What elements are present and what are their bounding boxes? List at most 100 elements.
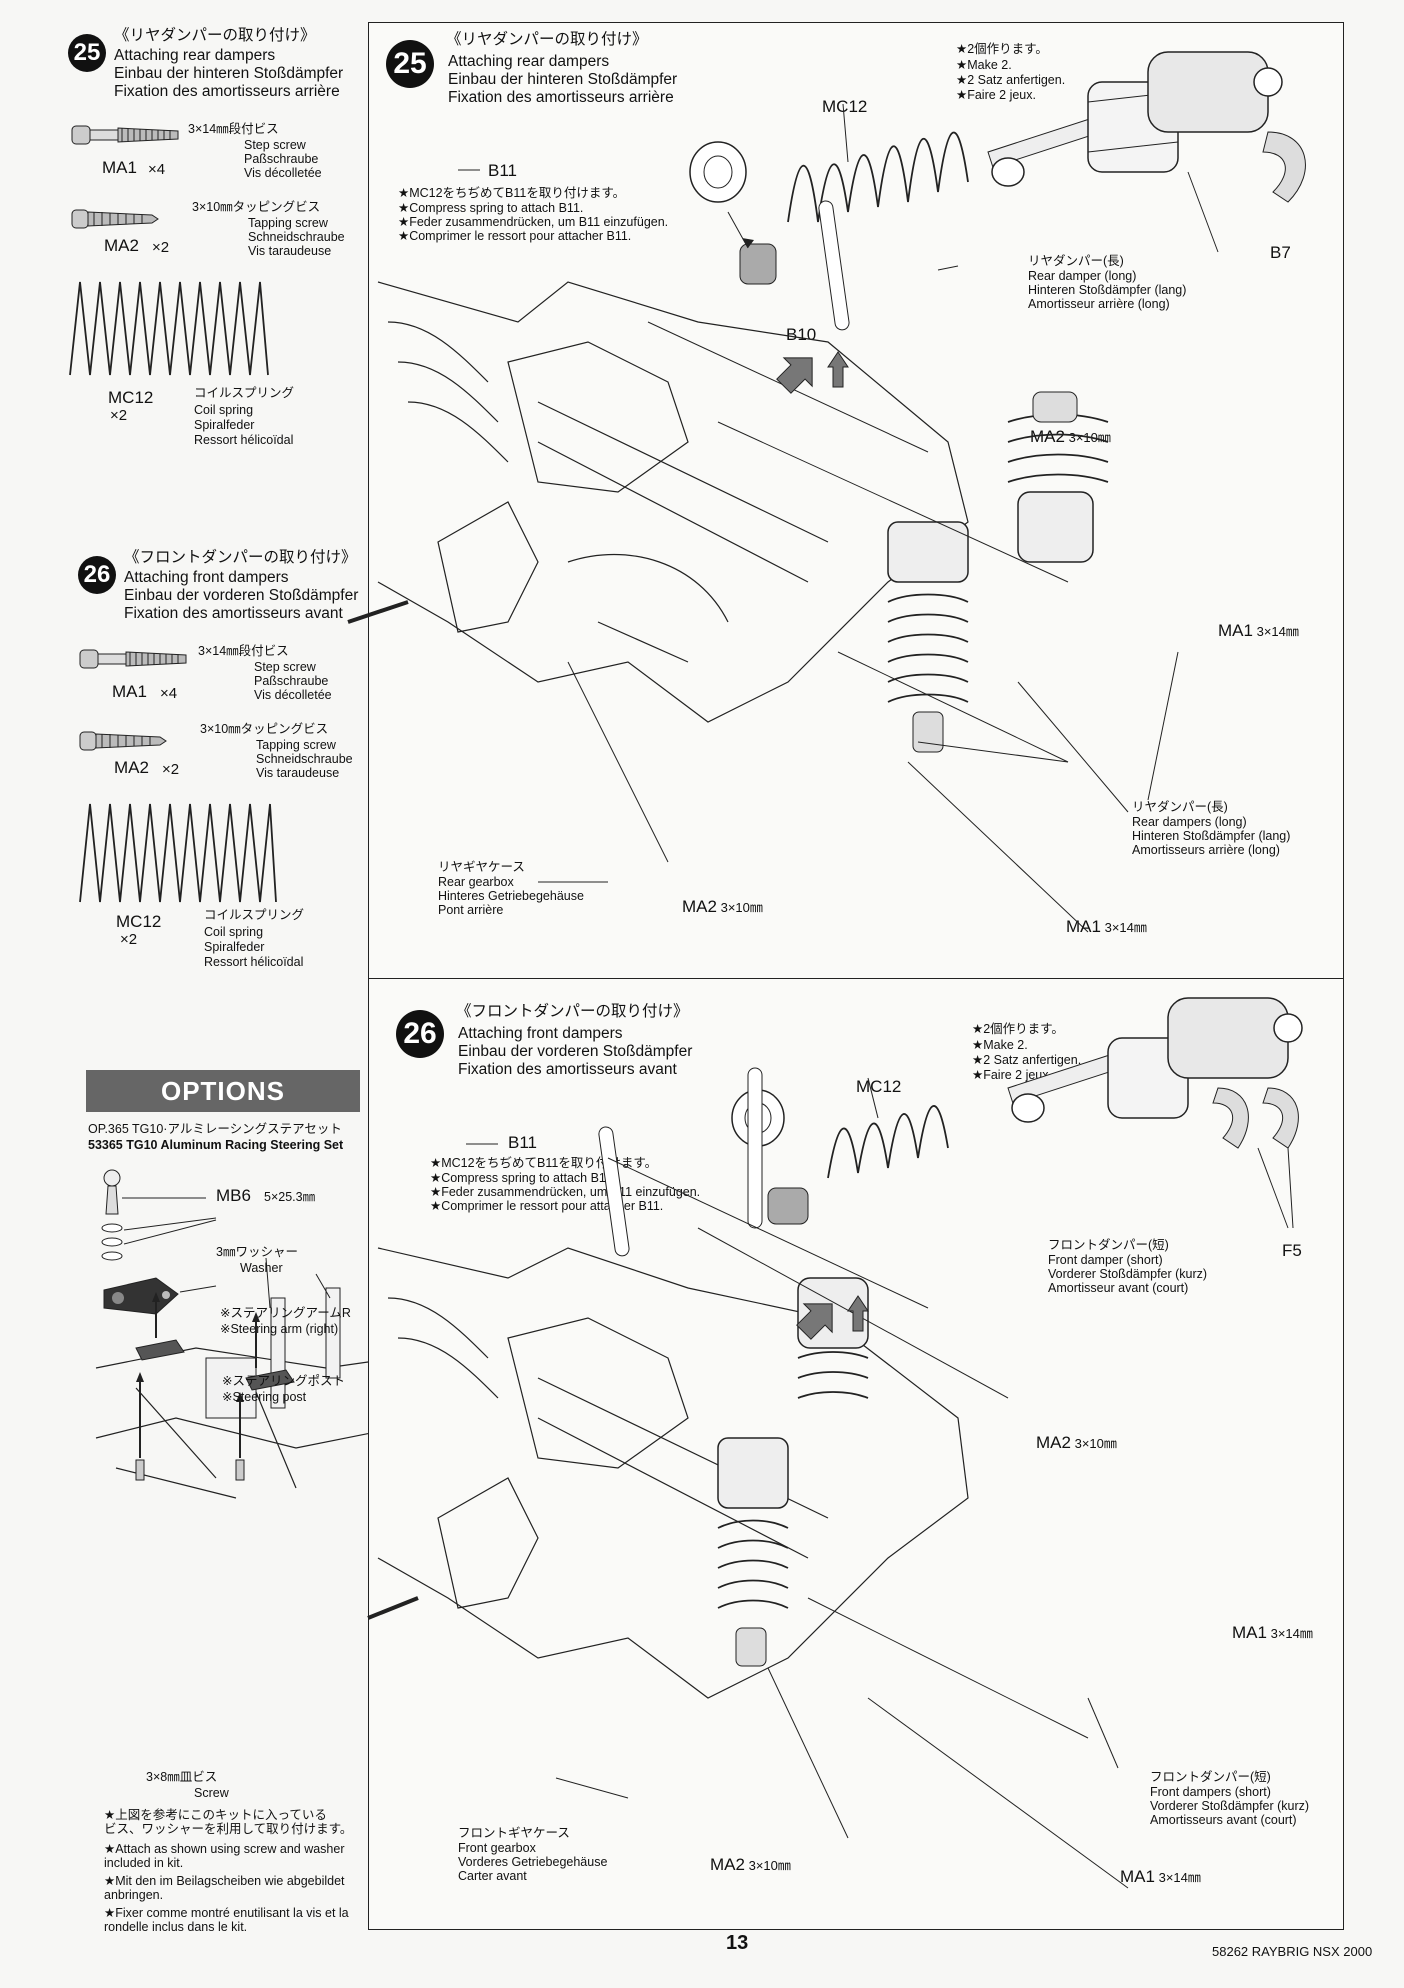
part-en: Step screw — [254, 660, 316, 674]
panel25-title-en: Attaching rear dampers — [448, 53, 610, 70]
part-fr: Vis taraudeuse — [248, 244, 332, 258]
part-code: MC12 — [116, 912, 162, 931]
panel26-dampers-de: Vorderer Stoßdämpfer (kurz) — [1150, 1799, 1310, 1813]
panel26-gear-en: Front gearbox — [458, 1841, 536, 1855]
panel26-b11-fr: ★Comprimer le ressort pour attacher B11. — [430, 1199, 664, 1213]
step-screw-icon — [79, 649, 187, 669]
panel26-ma2-top-size: 3×10㎜ — [1074, 1436, 1117, 1451]
part-code: MA1 — [112, 682, 147, 701]
step-title-en: Attaching rear dampers — [114, 47, 276, 64]
part-qty: ×2 — [110, 407, 128, 424]
part-de: Spiralfeder — [204, 940, 265, 954]
panel26-ma1-right: MA1 — [1232, 1623, 1267, 1642]
panel25-dampers-fr: Amortisseurs arrière (long) — [1132, 843, 1280, 857]
part-fr: Ressort hélicoïdal — [204, 955, 304, 969]
options-note-de: ★Mit den im Beilagscheiben wie abgebilde… — [104, 1874, 345, 1902]
part-qty: ×4 — [160, 685, 178, 702]
options-item-en: 53365 TG10 Aluminum Racing Steering Set — [88, 1138, 344, 1152]
options-note-jp: ★上図を参考にこのキットに入っている ビス、ワッシャーを利用して取り付けます。 — [104, 1808, 353, 1836]
panel25-dampers-de: Hinteren Stoßdämpfer (lang) — [1132, 829, 1291, 843]
part-en: Step screw — [244, 138, 306, 152]
mb6-size: 5×25.3㎜ — [264, 1190, 316, 1204]
panel26-damper-fr: Amortisseur avant (court) — [1048, 1281, 1189, 1295]
step-title-de: Einbau der vorderen Stoßdämpfer — [124, 587, 359, 604]
panel26-title-de: Einbau der vorderen Stoßdämpfer — [458, 1043, 693, 1060]
panel25-title-jp: 《リヤダンパーの取り付け》 — [446, 31, 648, 48]
panel25-dampers-jp: リヤダンパー(長) — [1132, 800, 1228, 814]
part-en: Tapping screw — [256, 738, 336, 752]
step-title-en: Attaching front dampers — [124, 569, 289, 586]
panel25-assembly-drawing — [347, 51, 1306, 933]
steering-post-jp: ※ステアリングポスト — [222, 1374, 345, 1388]
panel26-ma1-right-size: 3×14㎜ — [1270, 1626, 1313, 1641]
tapping-screw-icon — [71, 209, 159, 229]
panel25-step-number: 25 — [386, 40, 434, 88]
part-de: Schneidschraube — [256, 752, 353, 766]
step26-panel — [368, 978, 1344, 1930]
coil-spring-icon — [69, 281, 269, 376]
steering-arm-en: ※Steering arm (right) — [220, 1322, 339, 1336]
part-de: Paßschraube — [244, 152, 319, 166]
flat-screw-jp: 3×8㎜皿ビス — [146, 1770, 218, 1784]
panel25-make2-en: ★Make 2. — [956, 58, 1012, 72]
panel26-b11: B11 — [508, 1133, 537, 1152]
step-title-jp: 《フロントダンパーの取り付け》 — [124, 549, 357, 566]
panel25-ma2-bottom: MA2 — [682, 897, 717, 916]
panel26-f5: F5 — [1282, 1241, 1302, 1260]
part-jp: 3×10㎜タッピングビス — [200, 722, 329, 736]
panel26-ma2-top: MA2 — [1036, 1433, 1071, 1452]
panel26-ma1-bottom-size: 3×14㎜ — [1158, 1870, 1201, 1885]
panel26-ma2-bottom: MA2 — [710, 1855, 745, 1874]
part-code: MC12 — [108, 388, 154, 407]
panel25-gear-jp: リヤギヤケース — [438, 860, 525, 874]
panel26-gear-fr: Carter avant — [458, 1869, 527, 1883]
step-number: 25 — [68, 34, 106, 72]
part-qty: ×2 — [120, 931, 138, 948]
panel26-damper-de: Vorderer Stoßdämpfer (kurz) — [1048, 1267, 1208, 1281]
panel26-ma1-bottom: MA1 — [1120, 1867, 1155, 1886]
options-item-jp: OP.365 TG10·アルミレーシングステアセット — [88, 1122, 342, 1136]
panel26-make2-jp: ★2個作ります。 — [972, 1022, 1064, 1036]
panel26-title-en: Attaching front dampers — [458, 1025, 623, 1042]
panel26-make2-en: ★Make 2. — [972, 1038, 1028, 1052]
part-jp: コイルスプリング — [204, 908, 305, 922]
panel26-b11-en: ★Compress spring to attach B11. — [430, 1171, 616, 1185]
tapping-screw-icon — [79, 731, 167, 751]
panel25-b11: B11 — [488, 161, 517, 180]
panel25-damper-de: Hinteren Stoßdämpfer (lang) — [1028, 283, 1187, 297]
panel25-ma1-right: MA1 — [1218, 621, 1253, 640]
panel26-dampers-fr: Amortisseurs avant (court) — [1150, 1813, 1297, 1827]
step-title-fr: Fixation des amortisseurs avant — [124, 605, 343, 622]
panel25-mc12: MC12 — [822, 97, 868, 116]
panel26-b11-jp: ★MC12をちぢめてB11を取り付けます。 — [430, 1156, 658, 1170]
steering-post-en: ※Steering post — [222, 1390, 307, 1404]
steering-parts-drawing — [95, 1169, 397, 1499]
part-fr: Vis taraudeuse — [256, 766, 340, 780]
panel26-gear-de: Vorderes Getriebegehäuse — [458, 1855, 608, 1869]
panel25-make2-de: ★2 Satz anfertigen. — [956, 73, 1066, 87]
part-de: Spiralfeder — [194, 418, 255, 432]
panel25-gear-de: Hinteres Getriebegehäuse — [438, 889, 584, 903]
panel25-gear-en: Rear gearbox — [438, 875, 514, 889]
panel25-b11-fr: ★Comprimer le ressort pour attacher B11. — [398, 229, 632, 243]
panel26-title-jp: 《フロントダンパーの取り付け》 — [456, 1003, 689, 1020]
part-qty: ×4 — [148, 161, 166, 178]
panel25-b11-jp: ★MC12をちぢめてB11を取り付けます。 — [398, 186, 626, 200]
panel26-damper-en: Front damper (short) — [1048, 1253, 1163, 1267]
panel26-gear-jp: フロントギヤケース — [458, 1826, 570, 1840]
step-title-jp: 《リヤダンパーの取り付け》 — [114, 27, 316, 44]
mb6-code: MB6 — [216, 1186, 251, 1205]
panel25-ma1-bottom-size: 3×14㎜ — [1104, 920, 1147, 935]
panel26-make2-de: ★2 Satz anfertigen. — [972, 1053, 1082, 1067]
part-code: MA1 — [102, 158, 137, 177]
part-en: Coil spring — [194, 403, 254, 417]
washer-en: Washer — [240, 1261, 283, 1275]
panel26-dampers-en: Front dampers (short) — [1150, 1785, 1271, 1799]
panel25-title-fr: Fixation des amortisseurs arrière — [448, 89, 674, 106]
panel25-gear-fr: Pont arrière — [438, 903, 504, 917]
coil-spring-icon — [79, 803, 277, 903]
panel26-make2-fr: ★Faire 2 jeux. — [972, 1068, 1052, 1082]
panel25-ma1-right-size: 3×14㎜ — [1256, 624, 1299, 639]
part-jp: 3×14㎜段付ビス — [188, 122, 279, 136]
step-title-de: Einbau der hinteren Stoßdämpfer — [114, 65, 344, 82]
